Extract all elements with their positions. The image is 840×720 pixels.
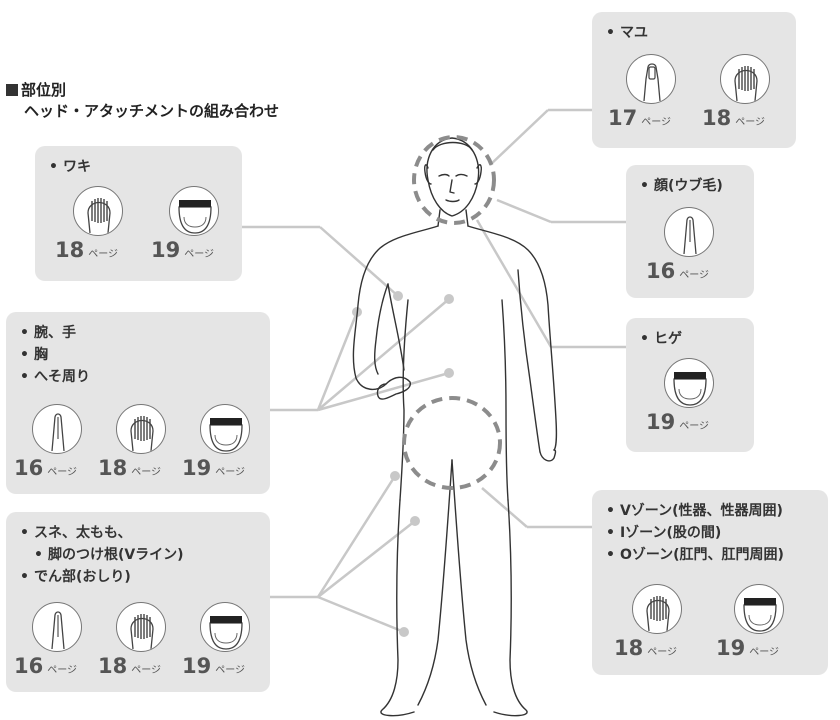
item-label: 顔(ウブ毛) bbox=[640, 175, 723, 197]
face-highlight-circle bbox=[412, 135, 496, 225]
panel-items: スネ、太もも、 脚のつけ根(Vライン) でん部(おしり) bbox=[20, 522, 184, 588]
panel-items: Vゾーン(性器、性器周囲) Iゾーン(股の間) Oゾーン(肛門、肛門周囲) bbox=[606, 500, 784, 566]
heading-square-icon bbox=[6, 84, 18, 96]
panel-items: 腕、手 胸 へそ周り bbox=[20, 322, 90, 388]
narrow-blade-icon bbox=[32, 404, 82, 454]
comb-attachment-icon bbox=[720, 54, 770, 104]
single-blade-head-icon bbox=[626, 54, 676, 104]
item-label: ワキ bbox=[49, 156, 91, 178]
panel-vio: Vゾーン(性器、性器周囲) Iゾーン(股の間) Oゾーン(肛門、肛門周囲) 18… bbox=[592, 490, 828, 675]
wide-head-icon bbox=[734, 584, 784, 634]
wide-head-icon bbox=[200, 404, 250, 454]
item-label: Vゾーン(性器、性器周囲) bbox=[606, 500, 784, 522]
wide-head-icon bbox=[169, 186, 219, 236]
heading-line-2: ヘッド・アタッチメントの組み合わせ bbox=[24, 102, 280, 120]
connector-lines bbox=[242, 108, 626, 634]
highlight-circles bbox=[402, 135, 502, 490]
wide-head-icon bbox=[200, 602, 250, 652]
comb-attachment-icon bbox=[632, 584, 682, 634]
section-heading: 部位別 ヘッド・アタッチメントの組み合わせ bbox=[6, 80, 279, 122]
item-label: Iゾーン(股の間) bbox=[606, 522, 784, 544]
narrow-blade-icon bbox=[32, 602, 82, 652]
heading-line-1: 部位別 bbox=[21, 81, 67, 99]
narrow-blade-icon bbox=[664, 207, 714, 257]
item-label: へそ周り bbox=[20, 366, 90, 388]
connector-dots bbox=[352, 291, 454, 637]
item-label: 胸 bbox=[20, 344, 90, 366]
comb-attachment-icon bbox=[116, 602, 166, 652]
panel-items: 顔(ウブ毛) bbox=[640, 175, 723, 197]
item-label: 腕、手 bbox=[20, 322, 90, 344]
item-label-continued: 脚のつけ根(Vライン) bbox=[20, 544, 184, 566]
comb-attachment-icon bbox=[73, 186, 123, 236]
groin-highlight-circle bbox=[402, 396, 502, 490]
item-label: ヒゲ bbox=[640, 328, 682, 350]
panel-items: マユ bbox=[606, 22, 648, 44]
item-label: マユ bbox=[606, 22, 648, 44]
human-figure bbox=[352, 137, 558, 717]
item-label: Oゾーン(肛門、肛門周囲) bbox=[606, 544, 784, 566]
panel-items: ワキ bbox=[49, 156, 91, 178]
item-label: スネ、太もも、 bbox=[20, 522, 184, 544]
item-label: でん部(おしり) bbox=[20, 566, 184, 588]
panel-items: ヒゲ bbox=[640, 328, 682, 350]
wide-head-icon bbox=[664, 358, 714, 408]
comb-attachment-icon bbox=[116, 404, 166, 454]
